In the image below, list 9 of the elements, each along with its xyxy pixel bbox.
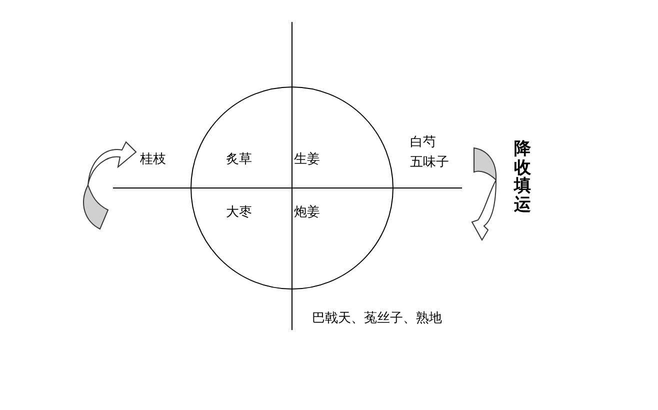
herb-label: 白芍	[410, 135, 436, 151]
herb-label: 炙草	[226, 152, 252, 168]
herb-label: 生姜	[294, 152, 320, 168]
herb-label: 桂枝	[140, 152, 166, 168]
herb-label: 巴戟天、菟丝子、熟地	[312, 311, 442, 327]
herb-label: 大枣	[226, 205, 252, 221]
vertical-title: 降收填运	[514, 140, 531, 215]
herb-label: 炮姜	[294, 205, 320, 221]
herb-label: 五味子	[410, 155, 449, 171]
